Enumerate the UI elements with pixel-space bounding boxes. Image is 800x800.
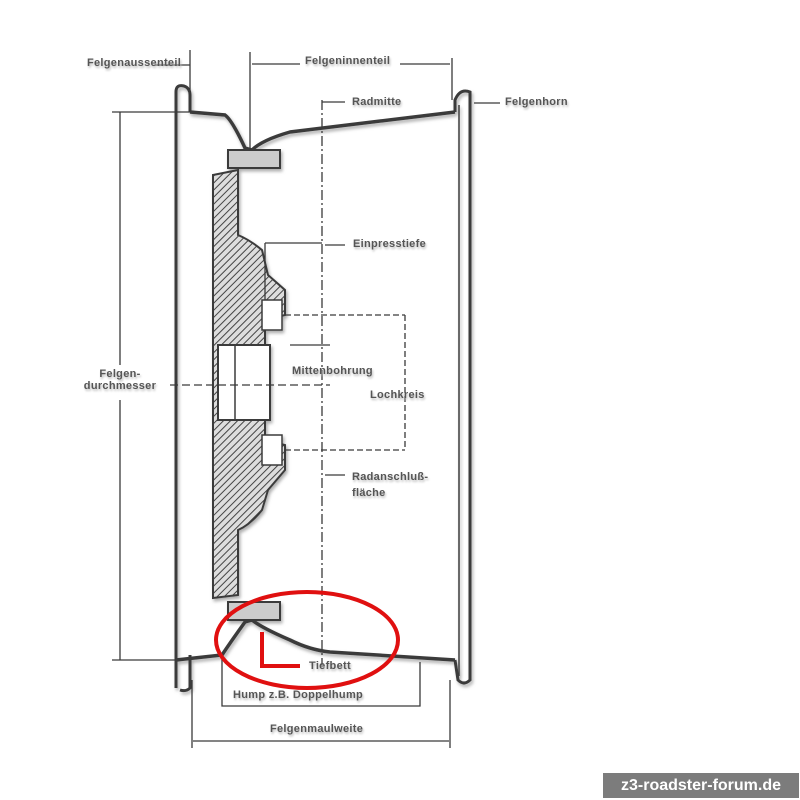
label-center-bore: Mittenbohrung — [292, 365, 373, 377]
label-bolt-circle: Lochkreis — [370, 389, 425, 401]
label-inner-part: Felgeninnenteil — [305, 55, 391, 67]
label-drop-center: Tiefbett — [309, 660, 351, 672]
label-offset: Einpresstiefe — [353, 238, 426, 250]
label-mounting-face-line2: fläche — [352, 487, 386, 499]
watermark: z3-roadster-forum.de — [603, 773, 799, 798]
right-rim-flange — [453, 89, 472, 685]
label-mounting-face-line1: Radanschluß- — [352, 471, 429, 483]
rim-bottom-profile — [175, 618, 456, 662]
label-diameter-line2: durchmesser — [83, 380, 157, 392]
label-hump: Hump z.B. Doppelhump — [233, 689, 364, 701]
drop-center-highlight — [214, 590, 400, 690]
label-rim-flange: Felgenhorn — [505, 96, 568, 108]
left-rim-flange — [174, 84, 192, 693]
label-outer-part: Felgenaussenteil — [87, 57, 182, 69]
dimension-lines — [112, 50, 500, 748]
label-diameter-line1: Felgen- — [99, 368, 141, 380]
label-wheel-center: Radmitte — [352, 96, 402, 108]
label-rim-width: Felgenmaulweite — [270, 723, 364, 735]
